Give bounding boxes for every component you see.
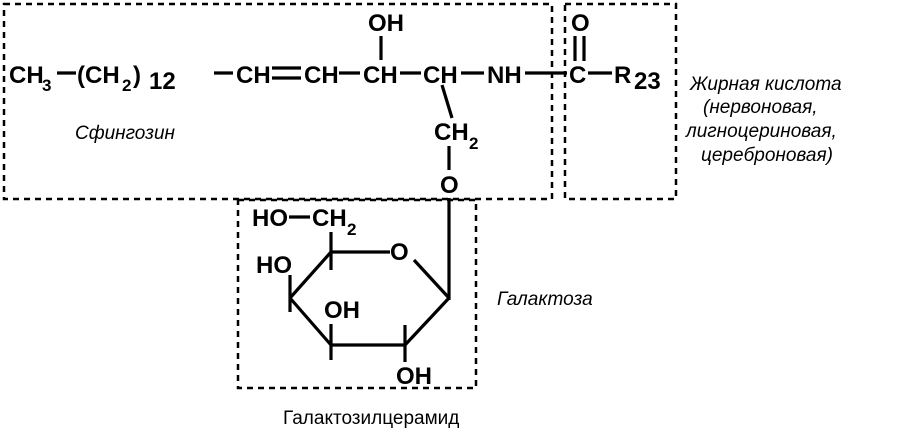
ch2-link-text: CH <box>434 119 469 146</box>
ho-left-text: HO <box>256 252 292 279</box>
r23-group: R 23 <box>614 62 661 95</box>
r-text: R <box>614 62 631 89</box>
oh-top-text: OH <box>368 10 404 37</box>
sphingosine-label: Сфингозин <box>75 123 176 144</box>
r-subscript: 23 <box>634 68 661 95</box>
galactose-label: Галактоза <box>497 289 593 310</box>
oh-bottom-text: OH <box>396 363 432 390</box>
ch3-subscript: 3 <box>42 76 51 95</box>
oh-mid-text: OH <box>324 297 360 324</box>
paren-close: ) <box>133 62 141 89</box>
ring-ch2-text: CH <box>312 205 347 232</box>
fatty-acid-box <box>563 2 678 201</box>
carbonyl-c-text: C <box>569 62 586 89</box>
nh-text: NH <box>487 62 522 89</box>
ring-bond-c3-c4 <box>288 296 333 347</box>
figure-caption: Галактозилцерамид <box>283 408 459 429</box>
ring-ch2-group: CH 2 <box>312 205 356 239</box>
ch-text-2: CH <box>304 62 339 89</box>
fatty-acid-label-2: (нервоновая, <box>703 97 818 118</box>
fatty-acid-label-3: лигноцериновая, <box>685 121 837 142</box>
ho-ch2-ho-text: HO <box>252 205 288 232</box>
ring-ch2-subscript: 2 <box>347 220 356 239</box>
fatty-acid-label-4: цереброновая) <box>701 145 833 166</box>
o-link-text: O <box>440 172 459 199</box>
ring-bond-o-c1 <box>412 258 451 300</box>
ch3-group: CH 3 <box>9 62 51 95</box>
ring-bond-c4-c5 <box>288 250 333 300</box>
ch-text-3: CH <box>363 62 398 89</box>
ch2-paren-text: (CH <box>77 62 120 89</box>
repeat-count: 12 <box>149 68 176 95</box>
ch2-paren-subscript: 2 <box>122 76 131 95</box>
ring-bond-c1-c2 <box>403 296 451 347</box>
ring-o-text: O <box>390 239 409 266</box>
bond-ch-ch2link <box>440 84 454 119</box>
ch2-link-subscript: 2 <box>469 134 478 153</box>
ch-text-1: CH <box>236 62 271 89</box>
sphingosine-box <box>2 2 554 201</box>
ch2-repeat-group: (CH 2 ) 12 <box>77 62 176 95</box>
ch2-link-group: CH 2 <box>434 119 478 153</box>
ch3-text: CH <box>9 62 44 89</box>
galactose-box <box>236 198 478 390</box>
fatty-acid-label-1: Жирная кислота <box>689 74 842 95</box>
carbonyl-o-text: O <box>571 10 590 37</box>
galactose-ring <box>288 250 451 347</box>
ch-text-4: CH <box>423 62 458 89</box>
